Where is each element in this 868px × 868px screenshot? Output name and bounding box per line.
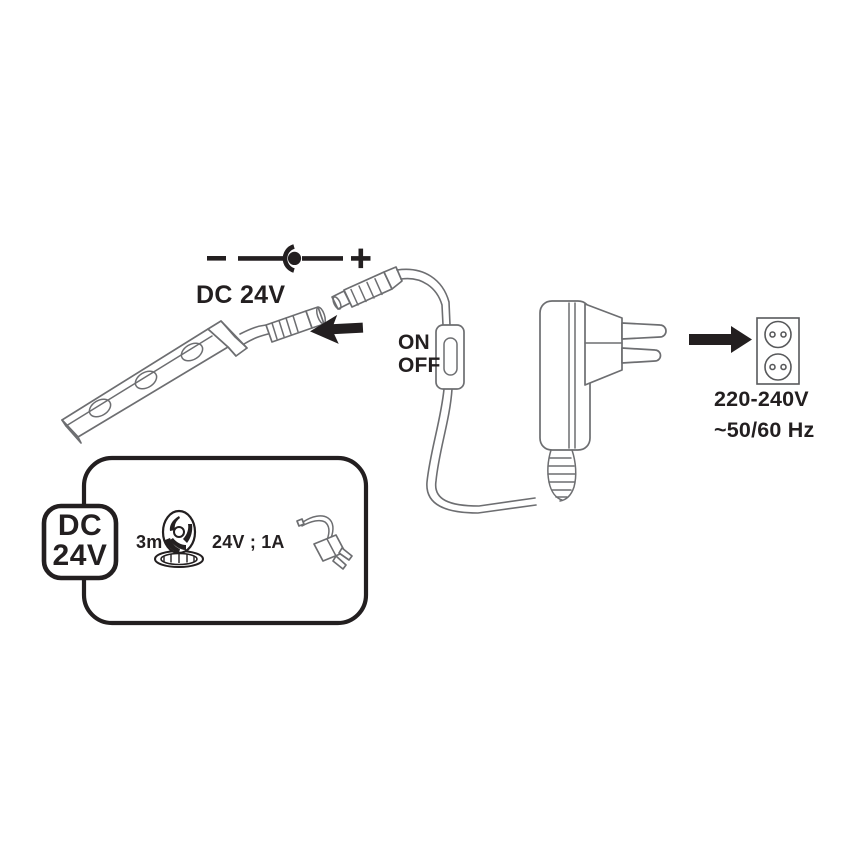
cable-plug-to-switch-b <box>400 277 444 326</box>
arrow-right-icon <box>689 326 752 353</box>
polarity-center-dot <box>287 251 302 265</box>
psu-plug-shoulder <box>584 303 623 386</box>
led-dot <box>180 342 204 362</box>
led-strip-end-cap <box>207 320 248 357</box>
switch-off-label: OFF <box>398 354 441 377</box>
psu-output-cable <box>396 268 537 514</box>
center-positive-polarity-icon <box>207 244 371 273</box>
dc-jack-rib <box>292 314 299 333</box>
dc-plug-rib <box>350 288 359 306</box>
polarity-plus-v <box>358 248 364 269</box>
dc-plug-rib <box>358 285 367 303</box>
adapter-icon-seam <box>326 538 337 557</box>
dc-jack-rib <box>278 319 285 338</box>
dc-badge-line2: 24V <box>53 539 108 572</box>
cable-switch-to-psu-a <box>426 388 537 514</box>
reel-spoke <box>165 538 180 553</box>
cable-plug-to-switch-a <box>396 268 451 326</box>
socket-hole <box>780 363 787 371</box>
led-dot <box>88 398 112 418</box>
arrow-left-shape <box>310 314 364 344</box>
switch-rocker[interactable] <box>443 337 458 376</box>
psu-pin-top <box>621 322 667 340</box>
reel-spoke <box>169 516 180 531</box>
spec-info-box: DC 24V 3m 24V ; 1A <box>41 455 369 626</box>
plug-in-power-supply-icon <box>539 300 667 502</box>
led-strip-end-cap-line <box>227 346 237 357</box>
reel-spoke <box>183 524 193 543</box>
arrow-right-shape <box>689 326 752 353</box>
polarity-minus-icon <box>207 256 226 261</box>
dc-plug-pin-tip <box>332 296 342 310</box>
dc-plug-strain-relief <box>383 266 403 290</box>
adapter-icon-tip <box>296 518 305 527</box>
psu-body <box>539 300 591 451</box>
power-adapter-icon <box>296 515 353 570</box>
dc-jack-female-icon <box>239 306 327 345</box>
dc-jack-rib <box>285 317 292 335</box>
socket-hole <box>769 331 776 338</box>
switch-on-label: ON <box>398 331 430 354</box>
strip-length-label: 3m <box>136 532 162 552</box>
dc-jack-rib <box>271 322 278 340</box>
led-strip-reel-icon <box>154 509 204 568</box>
led-strip-edge-line <box>65 335 213 427</box>
dc-badge-line1: DC <box>58 509 102 542</box>
dc-voltage-label: DC 24V <box>196 281 285 309</box>
dc-plug-rib <box>374 278 383 296</box>
led-dot <box>134 370 158 390</box>
adapter-icon-pin <box>332 555 347 570</box>
polarity-shell-arc <box>282 244 295 273</box>
psu-pin-bottom <box>621 347 662 364</box>
adapter-icon-cable-a <box>302 515 334 539</box>
adapter-icon-pin <box>338 547 353 561</box>
power-rating-label: 24V ; 1A <box>212 532 285 552</box>
strip-lead-cable-bottom <box>243 333 269 345</box>
led-strip-body <box>61 328 229 438</box>
socket-hole <box>769 363 776 371</box>
dc-badge <box>41 503 119 581</box>
mains-frequency-label: ~50/60 Hz <box>714 418 814 442</box>
dc-plug-rib <box>366 281 375 299</box>
inline-rocker-switch-icon[interactable] <box>435 324 465 390</box>
double-wall-socket-icon <box>756 317 800 385</box>
adapter-icon-cable-b <box>301 519 330 541</box>
cable-switch-to-psu-b <box>434 388 536 507</box>
socket-outlet-upper <box>764 320 792 349</box>
socket-outlet-lower <box>764 353 792 381</box>
reel-hub <box>173 526 185 538</box>
reel-spoke <box>170 538 186 550</box>
psu-strain-relief-right <box>559 449 577 502</box>
switch-body[interactable] <box>435 324 465 390</box>
socket-hole <box>780 331 787 338</box>
led-strip-icon <box>61 320 248 444</box>
led-strip-end-cap-fold <box>220 320 248 349</box>
arrow-left-icon <box>310 314 364 344</box>
mains-voltage-label: 220-240V <box>714 387 809 411</box>
dc-plug-male-icon <box>331 266 403 310</box>
strip-lead-cable-top <box>239 324 267 335</box>
